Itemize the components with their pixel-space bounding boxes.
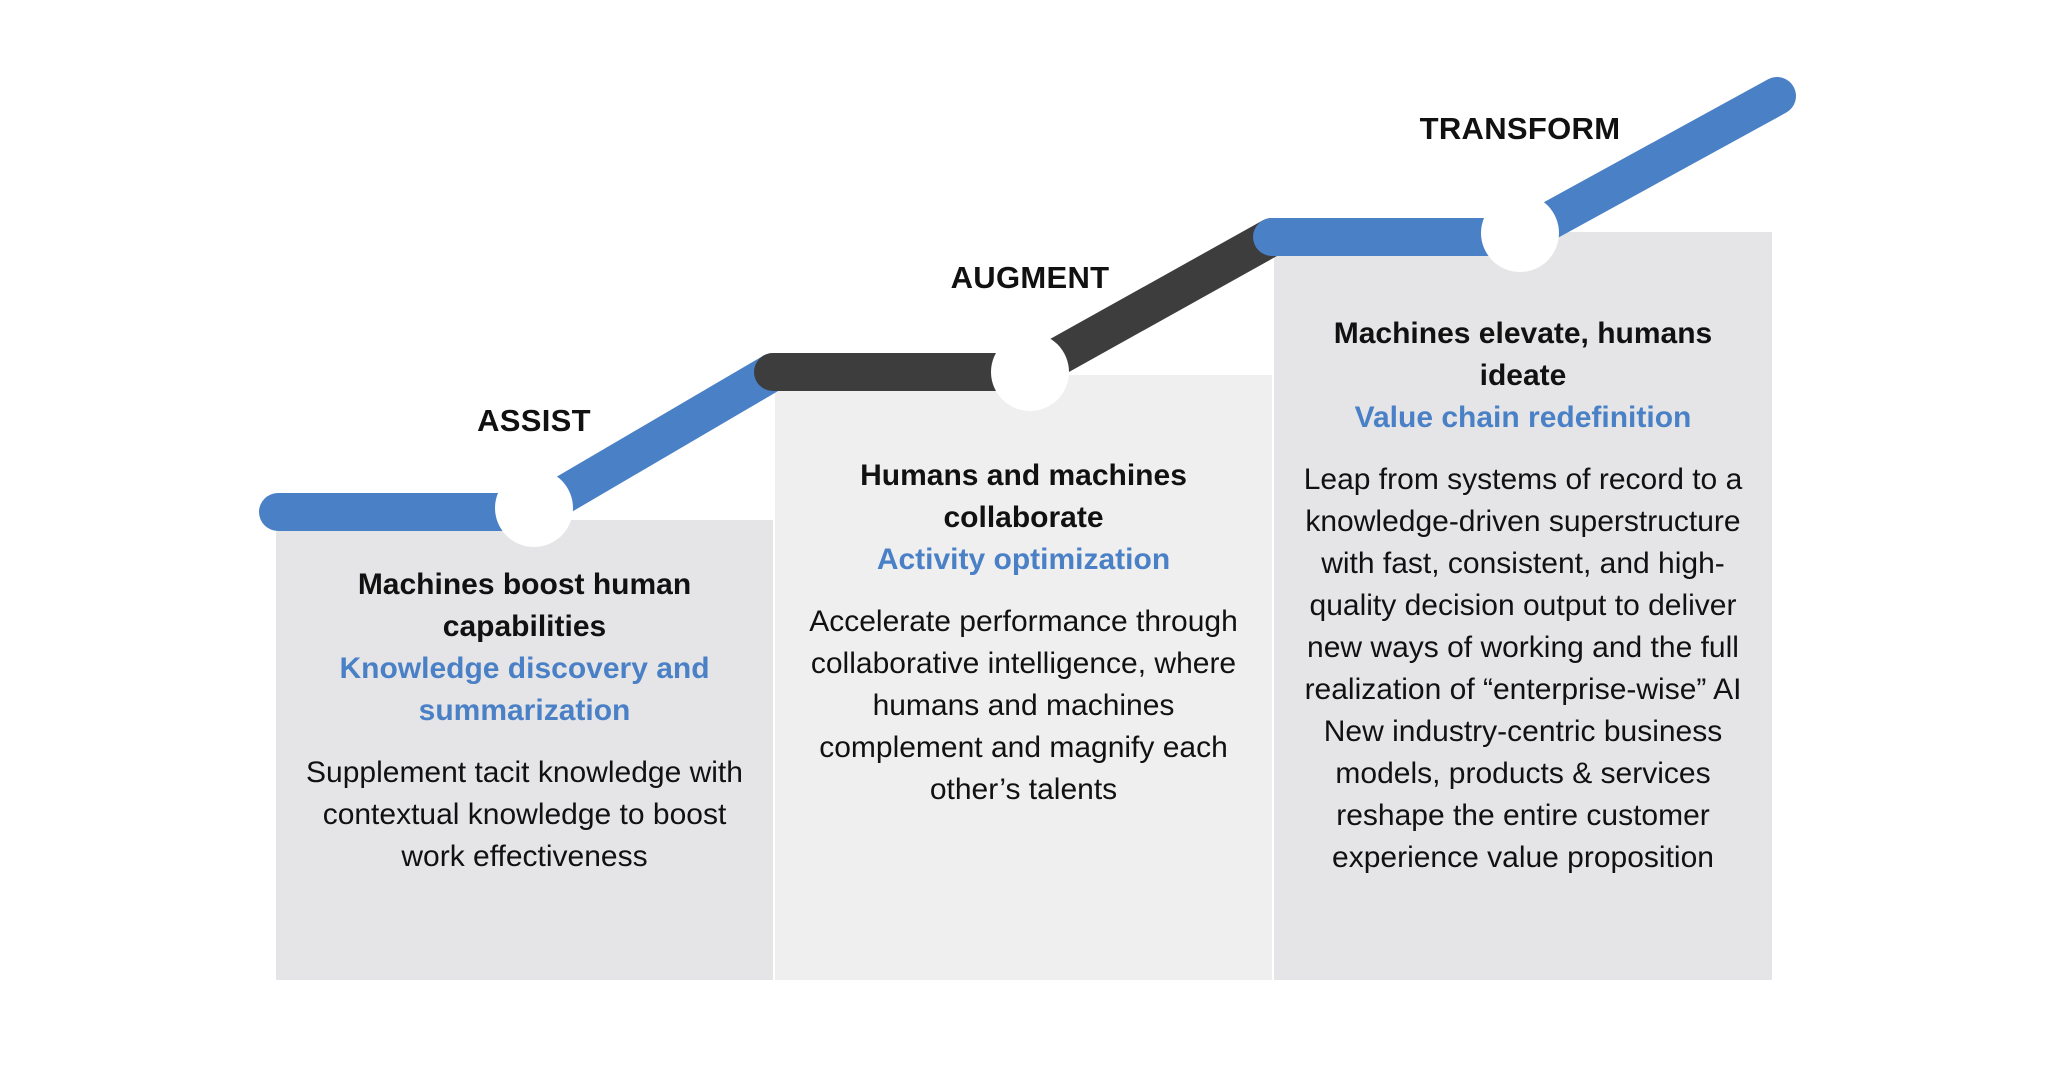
stage-column-augment: Humans and machines collaborate Activity… (790, 455, 1257, 811)
stage-description: Accelerate performance through collabora… (809, 605, 1238, 806)
transform-node (1481, 194, 1559, 272)
stage-label-assist: ASSIST (477, 403, 591, 438)
stage-title: Humans and machines collaborate (860, 459, 1187, 534)
stage-column-assist: Machines boost human capabilities Knowle… (296, 564, 753, 878)
assist-rise-segment (515, 353, 792, 531)
stage-column-transform: Machines elevate, humans ideate Value ch… (1288, 313, 1758, 879)
augment-node (991, 333, 1069, 411)
transform-rise-segment (1501, 77, 1796, 256)
stage-label-transform: TRANSFORM (1419, 111, 1621, 146)
stage-subtitle: Activity optimization (876, 543, 1171, 576)
stage-subtitle: Knowledge discovery and summarization (339, 652, 710, 727)
stage-title: Machines boost human capabilities (357, 568, 692, 643)
stage-description: Leap from systems of record to a knowled… (1303, 463, 1743, 874)
stage-panel-augment (775, 375, 1272, 980)
stage-panel-transform (1274, 232, 1772, 980)
stage-subtitle: Value chain redefinition (1354, 401, 1692, 434)
stage-description: Supplement tacit knowledge with contextu… (306, 756, 743, 873)
stage-title: Machines elevate, humans ideate (1333, 317, 1713, 392)
assist-node (495, 469, 573, 547)
augment-rise-segment (1011, 218, 1291, 391)
stage-panel-assist (276, 520, 773, 980)
stage-label-augment: AUGMENT (950, 260, 1110, 295)
